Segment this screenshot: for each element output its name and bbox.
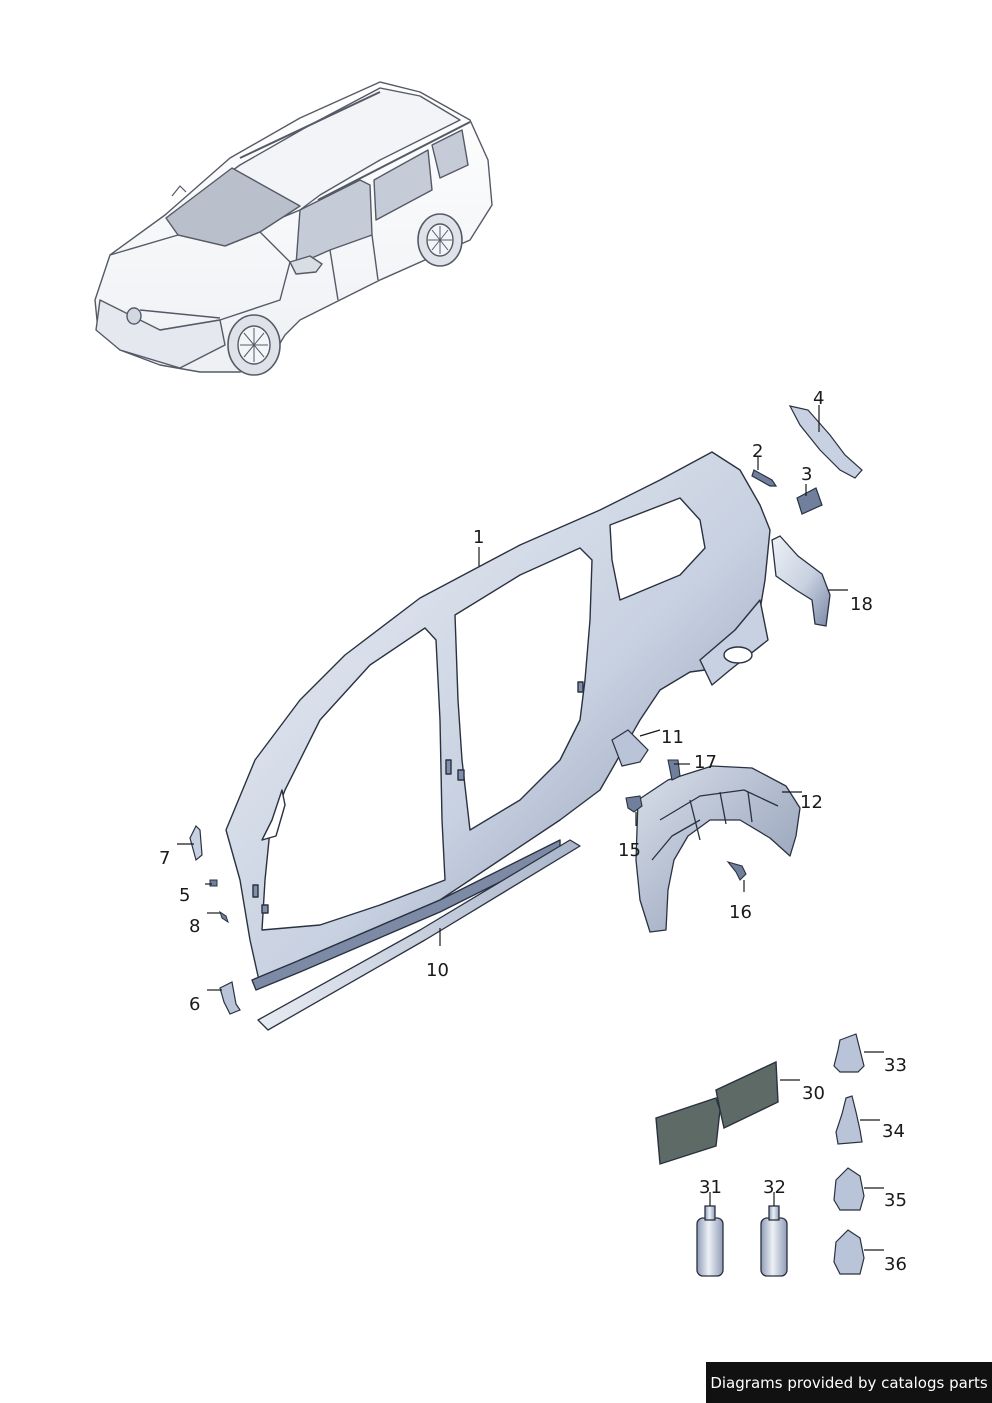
bracket-part-18 — [771, 535, 831, 627]
callout-7: 7 — [159, 848, 171, 869]
callout-3: 3 — [801, 464, 813, 485]
callout-1: 1 — [473, 527, 485, 548]
sill-cover-part-10 — [257, 839, 581, 1031]
callout-2: 2 — [752, 441, 764, 462]
cover-plate-part-3 — [796, 487, 823, 515]
callout-12: 12 — [800, 792, 823, 813]
diagram-credit-footer: Diagrams provided by catalogs parts — [706, 1362, 992, 1403]
callout-17: 17 — [694, 752, 717, 773]
seal-strip-part-2 — [751, 469, 778, 487]
leader-lines — [177, 405, 884, 1251]
cap-nut-part-35 — [833, 1167, 865, 1211]
screw-part-15 — [625, 795, 643, 813]
callout-33: 33 — [884, 1055, 907, 1076]
clip-part-8 — [219, 910, 229, 924]
clip-part-5 — [209, 879, 218, 887]
callout-4: 4 — [813, 388, 825, 409]
callout-32: 32 — [763, 1177, 786, 1198]
callout-31: 31 — [699, 1177, 722, 1198]
callout-34: 34 — [882, 1121, 905, 1142]
vehicle-overview-illustration — [94, 81, 493, 376]
callout-15: 15 — [618, 840, 641, 861]
nut-part-33 — [833, 1033, 865, 1073]
callout-10: 10 — [426, 960, 449, 981]
bracket-part-7 — [189, 824, 203, 862]
expanding-nut-part-34 — [835, 1095, 863, 1145]
callout-16: 16 — [729, 902, 752, 923]
callout-5: 5 — [179, 885, 191, 906]
clip-part-11 — [611, 729, 649, 767]
side-panel-part-1 — [225, 451, 771, 991]
callout-18: 18 — [850, 594, 873, 615]
sealant-can-part-32 — [760, 1205, 788, 1277]
wheelhouse-liner-part-12 — [635, 765, 801, 933]
callout-30: 30 — [802, 1083, 825, 1104]
sealing-pad-part-30 — [655, 1060, 779, 1165]
callout-35: 35 — [884, 1190, 907, 1211]
cap-nut-part-36 — [833, 1229, 865, 1275]
callout-11: 11 — [661, 727, 684, 748]
clip-part-17 — [667, 759, 681, 781]
screw-part-16 — [726, 860, 747, 881]
footer-text: Diagrams provided by catalogs parts — [710, 1373, 988, 1392]
sealant-can-part-31 — [696, 1205, 724, 1277]
callout-6: 6 — [189, 994, 201, 1015]
bracket-part-6 — [219, 981, 241, 1015]
callout-8: 8 — [189, 916, 201, 937]
callout-36: 36 — [884, 1254, 907, 1275]
